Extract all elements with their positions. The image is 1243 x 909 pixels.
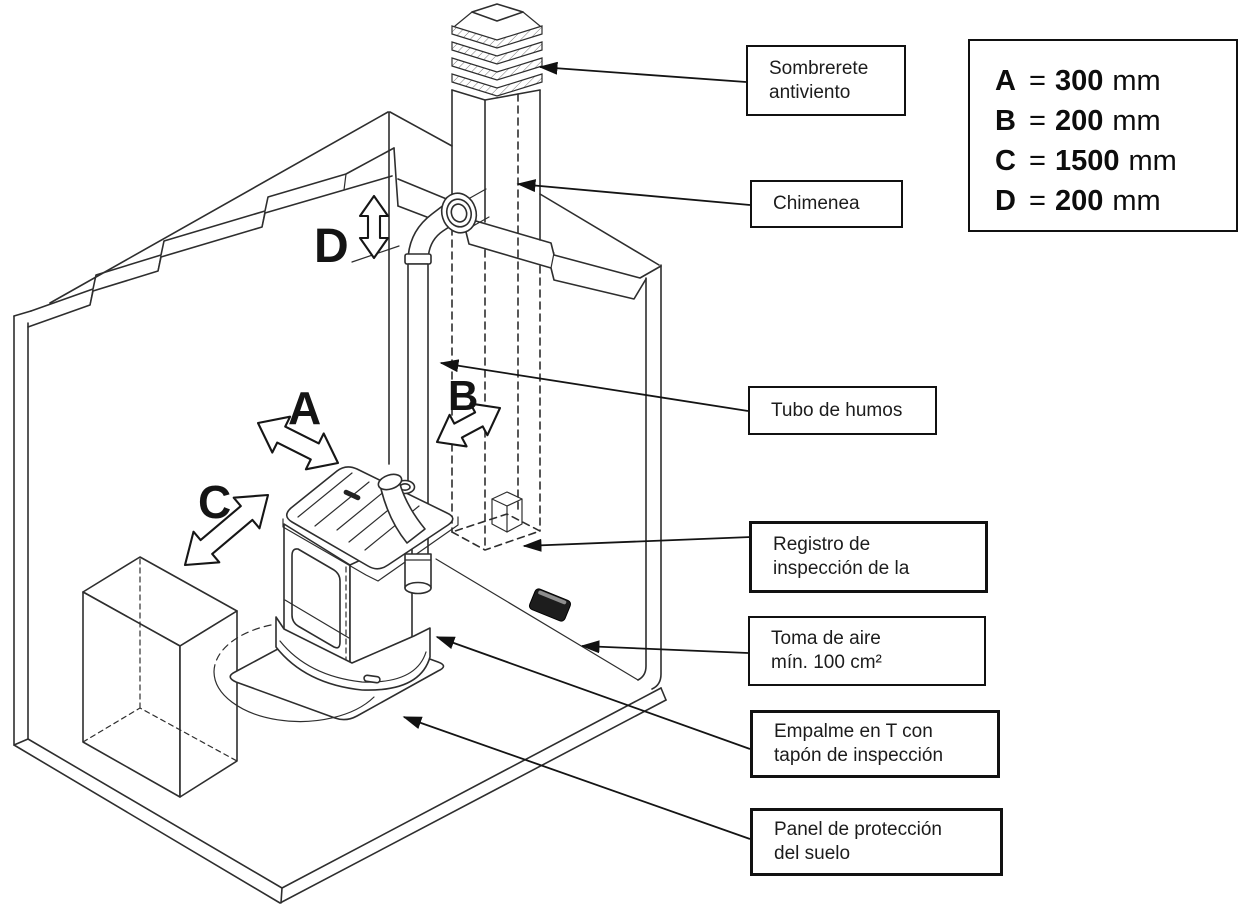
dimension-label-c: C: [198, 476, 231, 528]
legend-row-b: B = 200 mm: [995, 105, 1236, 145]
dimension-label-d: D: [314, 220, 349, 273]
callout-tubo: Tubo de humos: [748, 386, 937, 435]
legend-unit: mm: [1112, 105, 1161, 137]
callout-line: Tubo de humos: [771, 399, 903, 421]
legend-equals: =: [1029, 105, 1046, 137]
leader-arrows: [402, 61, 752, 840]
legend-value: 300: [1054, 65, 1104, 97]
chimney-duct: [451, 89, 541, 551]
callout-empalme: Empalme en T con tapón de inspección: [750, 710, 1000, 778]
leader-registro: [522, 536, 752, 552]
callout-line: inspección de la: [773, 558, 910, 579]
legend-value: 1500: [1054, 145, 1120, 177]
leader-chimenea: [516, 179, 751, 206]
callout-sombrerete: Sombrerete antiviento: [746, 45, 906, 116]
dimension-arrow-c: [183, 493, 270, 567]
legend-value: 200: [1054, 185, 1104, 217]
room-structure: [13, 111, 667, 904]
callout-line: Toma de aire: [771, 628, 881, 649]
legend-row-c: C = 1500 mm: [995, 145, 1236, 185]
callout-registro: Registro de inspección de la: [749, 521, 988, 593]
dimension-arrow-b: [435, 402, 502, 448]
callout-line: Registro de: [773, 534, 871, 555]
inspection-register: [491, 491, 523, 533]
leader-sombrerete: [538, 61, 747, 83]
wind-cap: [451, 3, 543, 97]
callout-line: Panel de protección: [774, 819, 942, 840]
legend-row-a: A = 300 mm: [995, 65, 1236, 105]
dimension-label-a: A: [288, 382, 321, 434]
legend-row-d: D = 200 mm: [995, 185, 1236, 225]
callout-toma: Toma de aire mín. 100 cm²: [748, 616, 986, 686]
legend-equals: =: [1029, 185, 1046, 217]
legend-value: 200: [1054, 105, 1104, 137]
legend-unit: mm: [1128, 145, 1177, 177]
callout-line: tapón de inspección: [774, 745, 944, 766]
air-vent: [528, 588, 572, 622]
legend-unit: mm: [1112, 185, 1161, 217]
legend-equals: =: [1029, 65, 1046, 97]
legend-equals: =: [1029, 145, 1046, 177]
dimension-label-b: B: [448, 372, 478, 419]
callout-line: del suelo: [774, 843, 851, 864]
callout-line: mín. 100 cm²: [771, 652, 882, 673]
clearance-ellipse: [213, 624, 375, 723]
legend-letter: B: [995, 105, 1016, 137]
dimension-arrow-a: [256, 415, 340, 471]
top-slot: [343, 489, 361, 501]
legend-letter: D: [995, 185, 1016, 217]
callout-chimenea: Chimenea: [750, 180, 903, 228]
leader-panel: [402, 716, 751, 840]
dimension-arrow-d: [358, 194, 390, 260]
flue-tee-connector: [377, 473, 432, 595]
callout-line: antiviento: [769, 81, 851, 103]
callout-line: Empalme en T con: [774, 721, 933, 742]
leader-tubo: [439, 359, 749, 412]
callout-panel: Panel de protección del suelo: [750, 808, 1003, 876]
leader-empalme: [435, 636, 751, 750]
callout-line: Sombrerete: [769, 57, 869, 79]
wall-collar: [440, 188, 490, 234]
legend-letter: C: [995, 145, 1016, 177]
pellet-stove: [275, 466, 459, 691]
dimensions-legend: A = 300 mm B = 200 mm C = 1500 mm D = 20…: [968, 39, 1238, 232]
leader-toma: [580, 640, 749, 654]
legend-letter: A: [995, 65, 1016, 97]
legend-unit: mm: [1112, 65, 1161, 97]
furniture-box: [82, 556, 238, 798]
callout-line: Chimenea: [773, 193, 860, 214]
